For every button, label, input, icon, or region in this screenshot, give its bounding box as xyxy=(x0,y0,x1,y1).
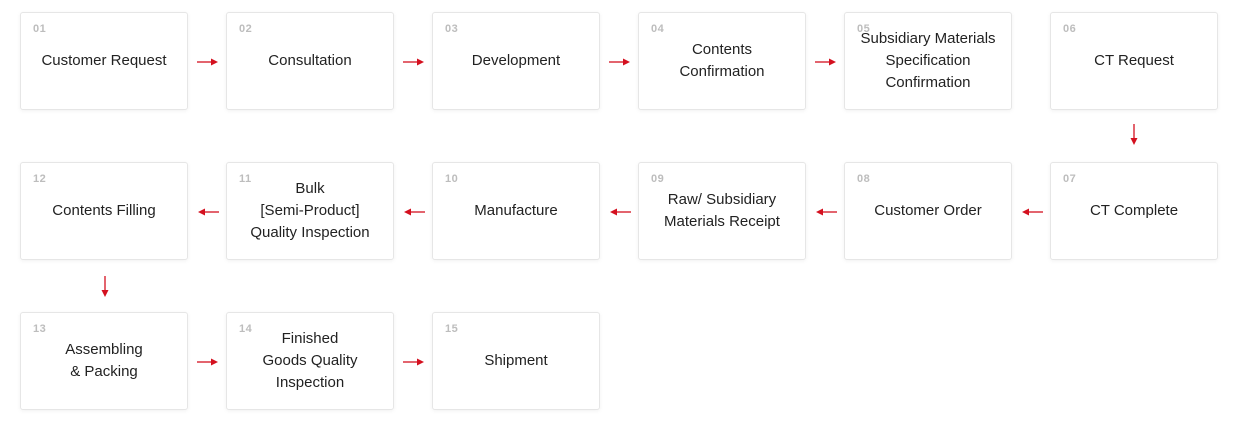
step-label: Raw/ Subsidiary Materials Receipt xyxy=(664,191,780,230)
step-number: 03 xyxy=(445,23,459,35)
step-label: Customer Request xyxy=(41,52,167,69)
step-number: 14 xyxy=(239,323,253,335)
arrow-right-icon xyxy=(403,58,424,66)
step-assembling-packing: 13 Assembling & Packing xyxy=(20,312,188,410)
step-number: 10 xyxy=(445,173,459,185)
arrow-left-icon xyxy=(816,208,837,216)
step-subsidiary-materials-specification: 05 Subsidiary Materials Specification Co… xyxy=(844,12,1012,110)
arrow-down-icon xyxy=(1130,124,1138,145)
arrow-right-icon xyxy=(197,58,218,66)
step-number: 04 xyxy=(651,23,665,35)
step-ct-complete: 07 CT Complete xyxy=(1050,162,1218,260)
step-label: Subsidiary Materials Specification Confi… xyxy=(860,30,996,91)
step-development: 03 Development xyxy=(432,12,600,110)
step-number: 05 xyxy=(857,23,871,35)
step-manufacture: 10 Manufacture xyxy=(432,162,600,260)
step-ct-request: 06 CT Request xyxy=(1050,12,1218,110)
step-label: Bulk [Semi-Product] Quality Inspection xyxy=(250,180,370,241)
step-consultation: 02 Consultation xyxy=(226,12,394,110)
arrow-right-icon xyxy=(403,358,424,366)
step-label: Contents Filling xyxy=(52,202,156,219)
step-contents-filling: 12 Contents Filling xyxy=(20,162,188,260)
step-shipment: 15 Shipment xyxy=(432,312,600,410)
step-number: 09 xyxy=(651,173,665,185)
step-number: 12 xyxy=(33,173,47,185)
step-customer-order: 08 Customer Order xyxy=(844,162,1012,260)
arrow-right-icon xyxy=(197,358,218,366)
step-finished-goods-inspection: 14 Finished Goods Quality Inspection xyxy=(226,312,394,410)
step-label: Finished Goods Quality Inspection xyxy=(262,330,358,391)
arrow-left-icon xyxy=(610,208,631,216)
arrow-left-icon xyxy=(404,208,425,216)
step-label: Contents Confirmation xyxy=(679,41,765,80)
step-label: Shipment xyxy=(484,352,548,369)
step-label: Consultation xyxy=(268,52,352,69)
step-number: 06 xyxy=(1063,23,1077,35)
step-label: Development xyxy=(471,52,561,69)
step-number: 11 xyxy=(239,173,252,185)
step-number: 08 xyxy=(857,173,871,185)
step-bulk-quality-inspection: 11 Bulk [Semi-Product] Quality Inspectio… xyxy=(226,162,394,260)
step-label: Customer Order xyxy=(874,202,982,219)
step-customer-request: 01 Customer Request xyxy=(20,12,188,110)
step-number: 13 xyxy=(33,323,47,335)
step-number: 01 xyxy=(33,23,47,35)
arrow-right-icon xyxy=(609,58,630,66)
step-label: Manufacture xyxy=(474,202,558,219)
step-materials-receipt: 09 Raw/ Subsidiary Materials Receipt xyxy=(638,162,806,260)
step-contents-confirmation: 04 Contents Confirmation xyxy=(638,12,806,110)
arrow-right-icon xyxy=(815,58,836,66)
arrow-left-icon xyxy=(1022,208,1043,216)
arrow-down-icon xyxy=(101,276,109,297)
step-number: 15 xyxy=(445,323,459,335)
arrow-left-icon xyxy=(198,208,219,216)
step-label: CT Complete xyxy=(1089,202,1179,219)
step-number: 02 xyxy=(239,23,253,35)
step-number: 07 xyxy=(1063,173,1077,185)
step-label: CT Request xyxy=(1094,52,1174,69)
step-label: Assembling & Packing xyxy=(65,341,143,380)
